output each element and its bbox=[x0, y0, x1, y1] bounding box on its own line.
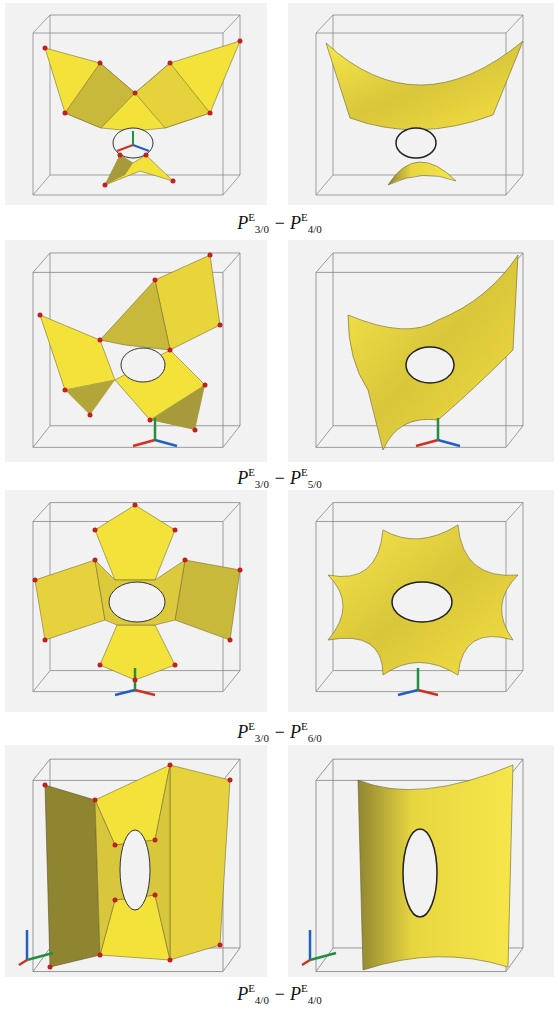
caption-row: PE3/0 − PE5/0 bbox=[0, 466, 559, 490]
caption-row: PE4/0 − PE4/0 bbox=[0, 982, 559, 1006]
figure-caption: PE3/0 − PE6/0 bbox=[233, 722, 326, 742]
caption-row: PE3/0 − PE6/0 bbox=[0, 720, 559, 744]
figure-caption: PE4/0 − PE4/0 bbox=[233, 984, 326, 1004]
figure-caption: PE3/0 − PE4/0 bbox=[233, 213, 326, 233]
caption-row: PE3/0 − PE4/0 bbox=[0, 211, 559, 235]
figure-caption: PE3/0 − PE5/0 bbox=[233, 468, 326, 488]
